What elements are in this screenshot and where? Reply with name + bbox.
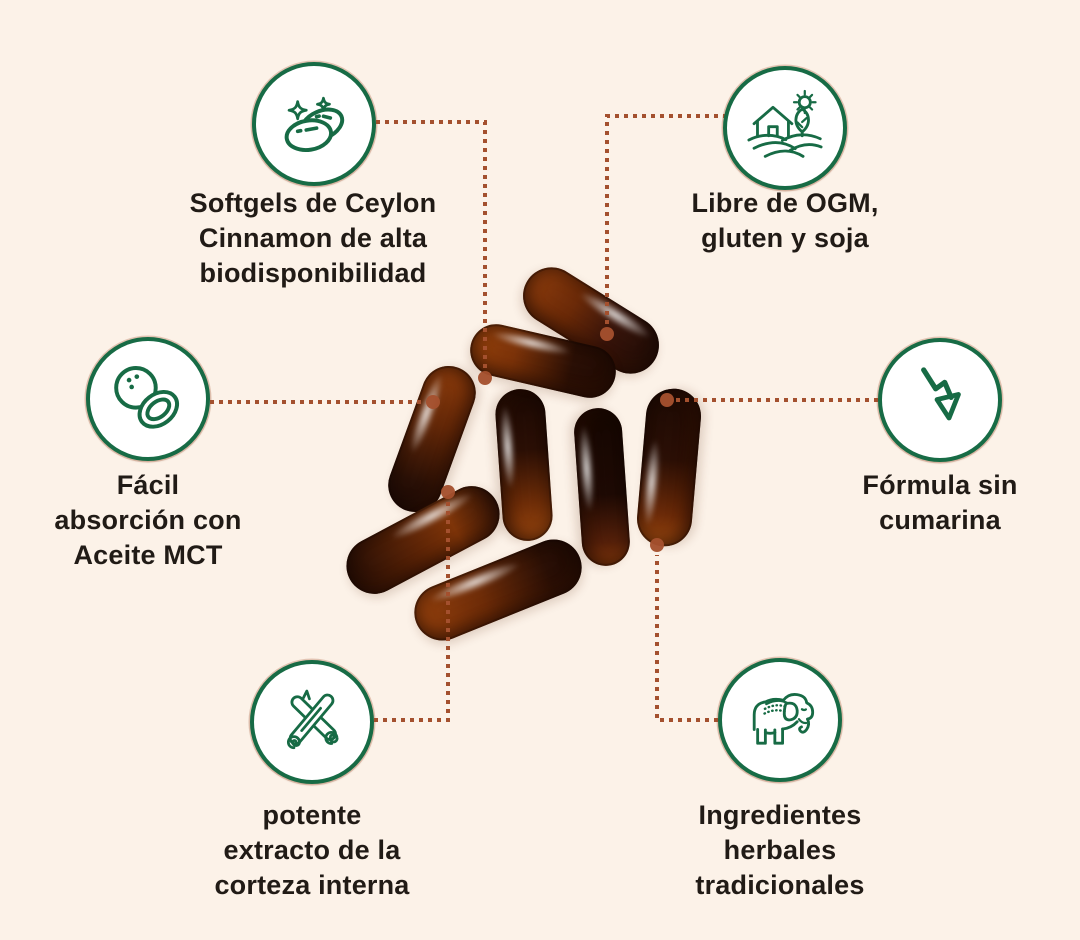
cinnamon-sticks-icon xyxy=(287,689,339,750)
elephant-icon xyxy=(752,693,815,745)
declining-arrow-icon xyxy=(921,367,961,421)
feature-label-mct-absorption: Fácil absorción con Aceite MCT xyxy=(54,470,242,570)
feature-circle-no-coumarin xyxy=(878,338,1002,462)
feature-circle-mct-absorption xyxy=(86,337,210,461)
softgel-capsule xyxy=(634,386,704,549)
feature-label-gmo-free: Libre de OGM, gluten y soja xyxy=(691,188,879,253)
softgel-sparkle-icon xyxy=(284,96,345,153)
farm-house-icon xyxy=(747,89,823,158)
feature-label-no-coumarin: Fórmula sin cumarina xyxy=(862,470,1018,535)
coconut-icon xyxy=(114,366,180,429)
feature-circle-softgels xyxy=(252,62,376,186)
softgel-capsule xyxy=(572,406,632,568)
softgel-capsule xyxy=(493,387,555,543)
feature-circle-herbal-ingredients xyxy=(718,658,842,782)
feature-label-bark-extract: potente extracto de la corteza interna xyxy=(214,800,410,900)
feature-label-softgels: Softgels de Ceylon Cinnamon de alta biod… xyxy=(189,188,437,288)
feature-circle-bark-extract xyxy=(250,660,374,784)
connector-dotted-line xyxy=(655,555,718,722)
feature-label-herbal-ingredients: Ingredientes herbales tradicionales xyxy=(695,800,865,900)
feature-circle-gmo-free xyxy=(723,66,847,190)
